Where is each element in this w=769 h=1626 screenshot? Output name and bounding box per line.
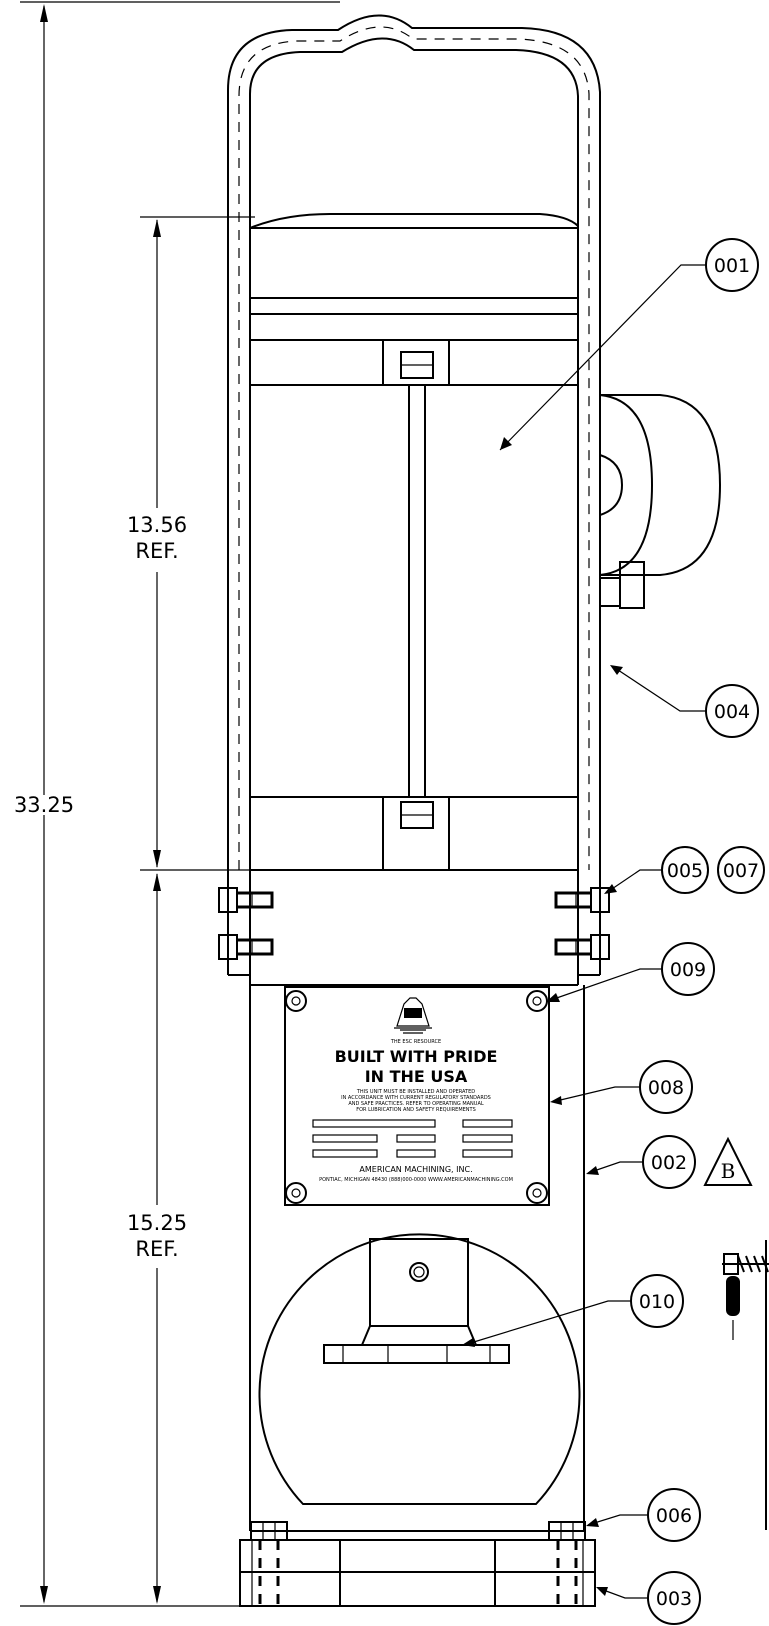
plate-company: AMERICAN MACHINING, INC. — [359, 1165, 472, 1174]
balloon-002: 002 — [586, 1135, 696, 1189]
balloon-007: 007 — [717, 846, 765, 894]
svg-text:003: 003 — [656, 1588, 692, 1610]
nameplate: THE ESC RESOURCE BUILT WITH PRIDE IN THE… — [284, 986, 550, 1206]
svg-text:010: 010 — [639, 1291, 675, 1313]
plate-notice-2: IN ACCORDANCE WITH CURRENT REGULATORY ST… — [341, 1095, 491, 1101]
bracket-bolts — [218, 887, 610, 960]
balloon-001: 001 — [499, 238, 759, 451]
svg-text:005: 005 — [667, 860, 703, 882]
dimension-lower-value: 15.25 — [127, 1211, 187, 1235]
dimension-lower-ref: REF. — [135, 1237, 178, 1261]
dimension-overall: 33.25 — [14, 1, 340, 1607]
plate-address: PONTIAC, MICHIGAN 48430 (888)000-0000 WW… — [319, 1177, 513, 1183]
balloon-008: 008 — [550, 1060, 693, 1114]
side-motor — [599, 394, 722, 609]
company-logo — [394, 997, 432, 1034]
balloon-004: 004 — [610, 665, 759, 738]
revision-mark: B — [721, 1159, 736, 1183]
dimension-upper-value: 13.56 — [127, 513, 187, 537]
svg-text:008: 008 — [648, 1077, 684, 1099]
partial-side-detail — [722, 1240, 769, 1530]
svg-text:002: 002 — [651, 1152, 687, 1174]
balloon-006: 006 — [586, 1488, 701, 1542]
svg-text:004: 004 — [714, 701, 750, 723]
plate-notice-3: AND SAFE PRACTICES. REFER TO OPERATING M… — [348, 1101, 484, 1107]
svg-text:001: 001 — [714, 255, 750, 277]
clamp-bracket — [227, 870, 601, 986]
upper-cylinder — [249, 213, 579, 871]
balloon-009: 009 — [546, 942, 715, 1002]
balloon-010: 010 — [462, 1274, 684, 1347]
base-block — [239, 1539, 596, 1607]
svg-text:007: 007 — [723, 860, 759, 882]
dimension-upper-ref: REF. — [135, 539, 178, 563]
dimension-upper: 13.56 REF. — [127, 216, 255, 871]
plate-fields — [312, 1119, 513, 1158]
plate-notice-4: FOR LUBRICATION AND SAFETY REQUIREMENTS — [356, 1107, 476, 1113]
svg-text:009: 009 — [670, 959, 706, 981]
handle-frame — [227, 14, 601, 870]
base-bolts — [250, 1521, 586, 1604]
balloon-003: 003 — [596, 1571, 701, 1625]
balloon-005: 005 — [604, 846, 709, 894]
lower-housing — [249, 985, 585, 1532]
dimension-lower: 15.25 REF. — [127, 873, 187, 1604]
plate-notice-1: THIS UNIT MUST BE INSTALLED AND OPERATED — [356, 1089, 475, 1095]
revision-triangle: B — [703, 1136, 753, 1186]
dimension-overall-value: 33.25 — [14, 793, 74, 817]
plate-title-line2: IN THE USA — [365, 1067, 468, 1086]
svg-text:006: 006 — [656, 1505, 692, 1527]
plate-logo-caption: THE ESC RESOURCE — [390, 1039, 441, 1045]
plate-title-line1: BUILT WITH PRIDE — [335, 1047, 498, 1066]
